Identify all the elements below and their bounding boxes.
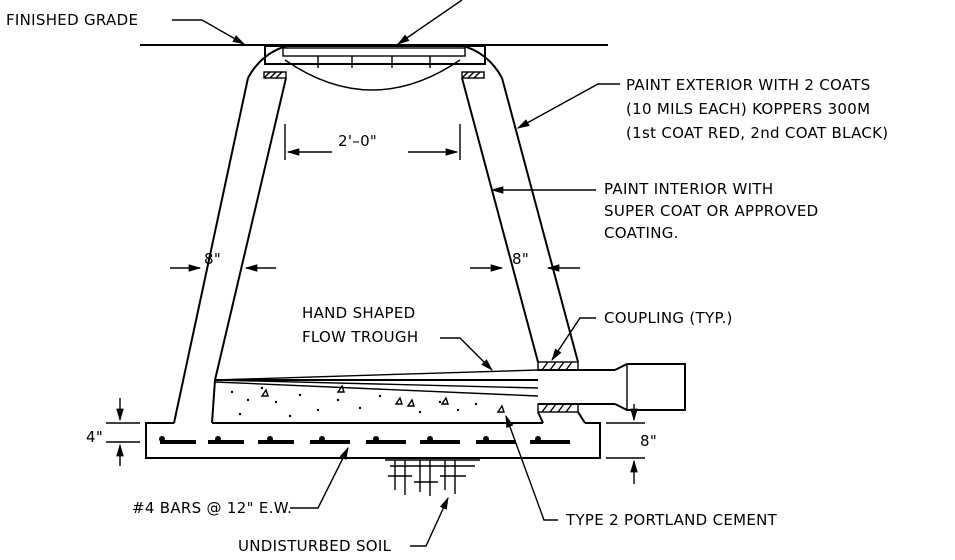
label-paint-exterior-1: PAINT EXTERIOR WITH 2 COATS [626,76,871,94]
label-paint-interior-2: SUPER COAT OR APPROVED [604,202,818,220]
label-soil: UNDISTURBED SOIL [238,537,392,555]
label-wall-left: 8" [204,250,221,268]
rebar [159,436,570,444]
label-slab-thickness: 8" [640,432,657,450]
label-coupling: COUPLING (TYP.) [604,309,733,327]
label-paint-interior-3: COATING. [604,224,679,242]
leader-top [396,0,463,45]
label-flow-trough-2: FLOW TROUGH [302,328,418,346]
soil-hatch [385,459,480,496]
label-wall-right: 8" [512,250,529,268]
label-cement: TYPE 2 PORTLAND CEMENT [565,511,778,529]
label-paint-interior-1: PAINT INTERIOR WITH [604,180,773,198]
flow-trough [214,369,539,418]
label-paint-exterior-3: (1st COAT RED, 2nd COAT BLACK) [626,124,888,142]
label-base-thickness: 4" [86,428,103,446]
label-flow-trough-1: HAND SHAPED [302,304,416,322]
label-paint-exterior-2: (10 MILS EACH) KOPPERS 300M [626,100,870,118]
frame-and-cover [247,44,503,91]
label-finished-grade: FINISHED GRADE [6,11,138,29]
outlet-pipe [537,361,686,413]
label-bars: #4 BARS @ 12" E.W. [132,499,292,517]
cone-walls [173,77,586,424]
label-inner-width: 2'–0" [338,132,377,150]
base-slab [145,379,601,459]
